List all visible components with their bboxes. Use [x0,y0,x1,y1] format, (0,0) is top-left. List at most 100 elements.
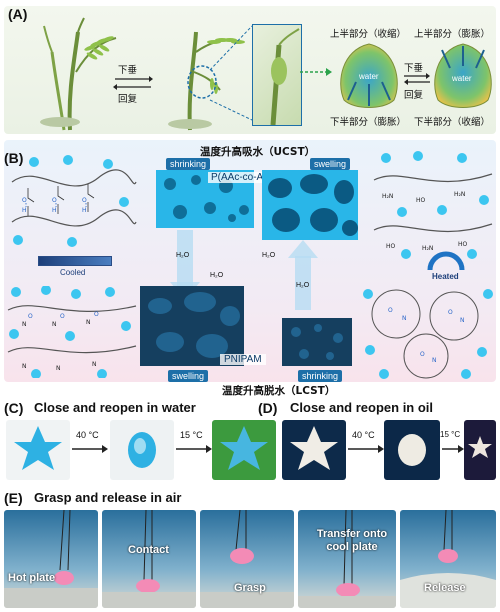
swelling-tag-top: swelling [310,158,351,170]
cooled-bar [38,256,112,266]
droop-label: 下垂 [118,65,138,76]
svg-text:N: N [402,315,407,322]
svg-text:N: N [432,357,437,364]
temp-d2: 15 °C [440,430,461,439]
ucst-hydrogel-swelling [262,170,358,240]
panel-d-title: Close and reopen in oil [290,400,434,415]
panel-c-label: (C) [4,400,24,416]
mimosa-plant-open [40,17,117,131]
panel-d-label: (D) [258,400,278,416]
svg-text:O: O [448,309,453,316]
svg-text:N: N [460,317,465,324]
photo-grasp-5 [400,510,496,608]
photo-grasp-3 [200,510,294,608]
water-label-2: water [452,74,472,83]
svg-text:H₂N: H₂N [382,193,393,200]
polymer-label-bottom: PNIPAM [220,354,266,365]
svg-text:HO: HO [416,197,426,204]
transition-arrow-up [288,240,318,310]
photo-star-oil-3 [464,420,496,480]
panel-c-title: Close and reopen in water [34,400,196,415]
svg-text:O: O [28,313,33,320]
svg-text:N: N [92,361,97,368]
panel-b-label: (B) [4,150,24,166]
h2o-label-4: H₂O [296,282,310,289]
lcst-title-visible: 温度升高脱水（LCST） [222,385,336,397]
photo-grasp-4 [298,510,396,608]
polymer-label-top: P(AAc-co-AAm) [208,172,285,183]
temp-c1: 40 °C [76,430,99,440]
cooled-label: Cooled [60,268,86,277]
panel-a-background [4,6,496,134]
lcst-hydrogel-shrinking [282,318,352,366]
recover-label: 回复 [118,94,138,105]
bottom-shrink-label: 下半部分（收缩） [414,117,491,128]
svg-text:N: N [86,319,91,326]
hydrogen-bond-network-left: O O O H H H [11,155,137,247]
arrow-c1-icon [72,445,108,453]
transfer-caption: Transfer onto cool plate [316,528,388,553]
svg-text:O: O [420,351,425,358]
dashed-arrow-icon [300,68,332,76]
pulvinus-cell-2 [434,43,492,108]
top-shrink-label: 上半部分（收缩） [330,29,407,40]
photo-star-oil-1 [282,420,346,480]
grasp-caption: Grasp [234,582,266,594]
zoom-lines [209,25,253,121]
svg-text:HO: HO [458,241,468,248]
svg-text:H: H [22,207,27,214]
panel-a-label: (A) [8,6,28,22]
svg-text:O: O [388,307,393,314]
swelling-tag-bottom: swelling [168,370,209,382]
svg-text:O: O [52,197,57,204]
svg-text:H: H [52,207,57,214]
lcst-hydrogel-swelling [140,286,244,366]
recover-label-2: 回复 [404,90,424,101]
shrinking-tag-top: shrinking [166,158,211,170]
photo-grasp-1 [4,510,98,608]
arrow-pair-icon-2 [404,73,430,85]
hot-plate-caption: Hot plate [8,572,56,584]
heated-label: Heated [432,272,459,281]
arrow-d2-icon [442,445,464,453]
shrinking-tag-bottom: shrinking [298,370,343,382]
photo-star-water-2 [110,420,174,480]
droop-label-2: 下垂 [404,63,424,74]
pulvinus-zoom-image [252,24,302,126]
svg-text:HO: HO [386,243,396,250]
temp-d1: 40 °C [352,430,375,440]
heated-icon [427,251,465,271]
svg-text:O: O [82,197,87,204]
temp-c2: 15 °C [180,430,203,440]
contact-caption: Contact [128,544,169,556]
bottom-swell-label: 下半部分（膨胀） [330,117,407,128]
svg-text:H: H [82,207,87,214]
pulvinus-cell-1 [340,43,398,108]
svg-text:N: N [22,363,27,370]
ucst-title: 温度升高吸水（UCST） [200,146,316,158]
water-label-1: water [359,72,379,81]
svg-text:O: O [94,311,99,318]
svg-text:O: O [60,313,65,320]
panel-e-label: (E) [4,490,23,506]
svg-text:N: N [22,321,27,328]
photo-star-oil-2 [384,420,440,480]
release-caption: Release [424,582,466,594]
arrow-c2-icon [176,445,212,453]
svg-text:H₂N: H₂N [422,245,433,252]
arrow-d1-icon [348,445,384,453]
panel-b: (B) 温度升高吸水（UCST） O O O H H H shrinking P(AAc… [0,140,500,382]
panel-a: (A) 下垂 回复 [0,0,500,140]
mimosa-plant-drooped [168,31,245,131]
amide-chains-left: N N N N N N O O O [7,286,137,378]
photo-star-water-3 [212,420,276,480]
svg-text:O: O [22,197,27,204]
photo-grasp-2 [102,510,196,608]
arrow-pair-icon [113,76,153,90]
photo-star-water-1 [6,420,70,480]
svg-text:N: N [52,321,57,328]
h2o-label-1: H₂O [176,252,190,259]
svg-text:N: N [56,365,61,372]
